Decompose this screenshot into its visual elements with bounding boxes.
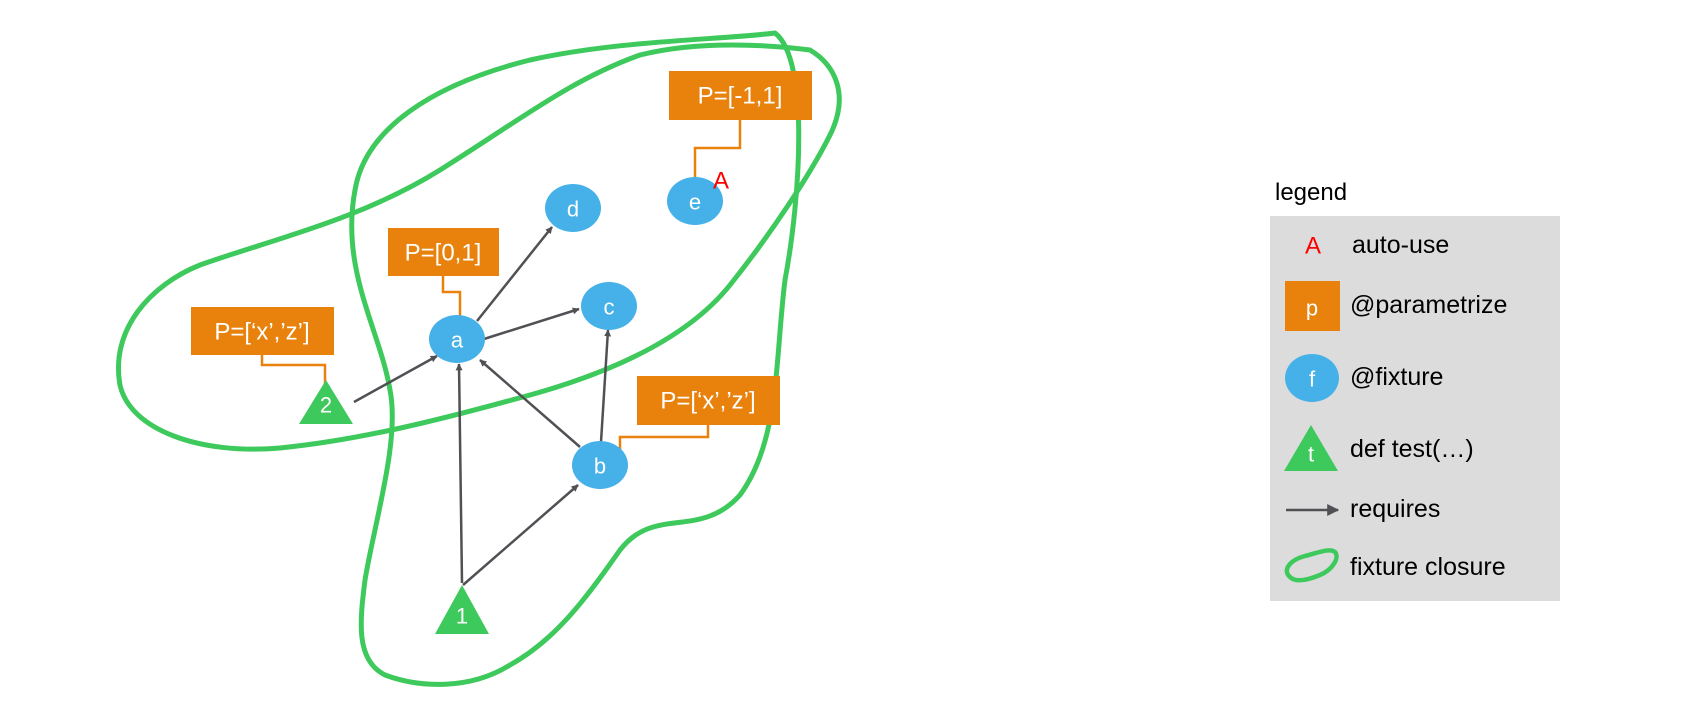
param-box-t2: P=[‘x’,’z’]: [191, 307, 334, 355]
legend-item-fixture: f @fixture: [1285, 354, 1443, 402]
test-icon: [1284, 425, 1338, 471]
legend-item-autouse: A auto-use: [1305, 231, 1449, 260]
param-connector-e: [693, 120, 742, 178]
edge-a-to-d: [476, 226, 553, 322]
legend-label-closure: fixture closure: [1350, 553, 1506, 581]
legend-item-requires: requires: [1286, 495, 1440, 523]
param-box-b: P=[‘x’,’z’]: [637, 376, 780, 425]
fixture-node-e: e: [667, 177, 723, 225]
edge-b-to-c: [599, 329, 612, 443]
legend-item-test: t def test(…): [1284, 425, 1474, 471]
param-label-t2: P=[‘x’,’z’]: [214, 319, 309, 346]
param-box-a: P=[0,1]: [388, 228, 499, 276]
param-connector-b: [618, 424, 710, 455]
legend-item-closure: fixture closure: [1284, 548, 1506, 583]
legend-item-parametrize: p @parametrize: [1285, 281, 1507, 331]
edge-b-to-a: [479, 359, 581, 448]
param-label-b: P=[‘x’,’z’]: [660, 388, 755, 415]
fixture-label-a: a: [451, 328, 464, 353]
fixture-icon-label: f: [1309, 367, 1316, 392]
edge-1-to-b: [462, 484, 579, 586]
legend-label-requires: requires: [1350, 495, 1440, 523]
legend-label-autouse: auto-use: [1352, 231, 1449, 259]
fixture-closure-test-2: [116, 42, 842, 452]
fixture-label-d: d: [567, 197, 579, 222]
autouse-mark-e: A: [713, 168, 729, 195]
legend-label-parametrize: @parametrize: [1350, 291, 1507, 319]
param-label-e: P=[-1,1]: [698, 83, 783, 110]
fixture-node-d: d: [545, 184, 601, 232]
param-label-a: P=[0,1]: [405, 240, 482, 267]
legend-label-fixture: @fixture: [1350, 363, 1443, 391]
test-icon-label: t: [1308, 442, 1314, 467]
param-connector-t2: [260, 353, 327, 385]
test-node-2: 2: [299, 380, 353, 424]
test-label-1: 1: [456, 604, 468, 629]
closure-icon: [1284, 548, 1339, 583]
test-label-2: 2: [320, 393, 332, 418]
legend-panel: [1270, 216, 1560, 601]
fixture-node-a: a: [429, 315, 485, 363]
edge-2-to-a: [353, 354, 438, 404]
fixture-closure-test-1: [349, 30, 802, 687]
param-connector-a: [441, 273, 462, 320]
fixture-node-c: c: [581, 282, 637, 330]
legend: legend A auto-use p @parametrize f @fixt…: [1270, 179, 1560, 601]
autouse-icon: A: [1305, 233, 1321, 260]
parametrize-icon: [1285, 281, 1340, 331]
fixture-label-e: e: [689, 190, 701, 215]
legend-label-test: def test(…): [1350, 435, 1474, 463]
fixture-node-b: b: [572, 441, 628, 489]
edge-1-to-a: [455, 363, 464, 584]
param-box-e: P=[-1,1]: [669, 71, 812, 120]
fixture-icon: [1285, 354, 1339, 402]
test-node-1: 1: [435, 585, 489, 634]
fixture-label-c: c: [604, 295, 615, 320]
legend-title: legend: [1275, 179, 1347, 206]
edge-a-to-c: [483, 307, 580, 341]
parametrize-icon-label: p: [1306, 296, 1318, 321]
fixture-label-b: b: [594, 454, 606, 479]
